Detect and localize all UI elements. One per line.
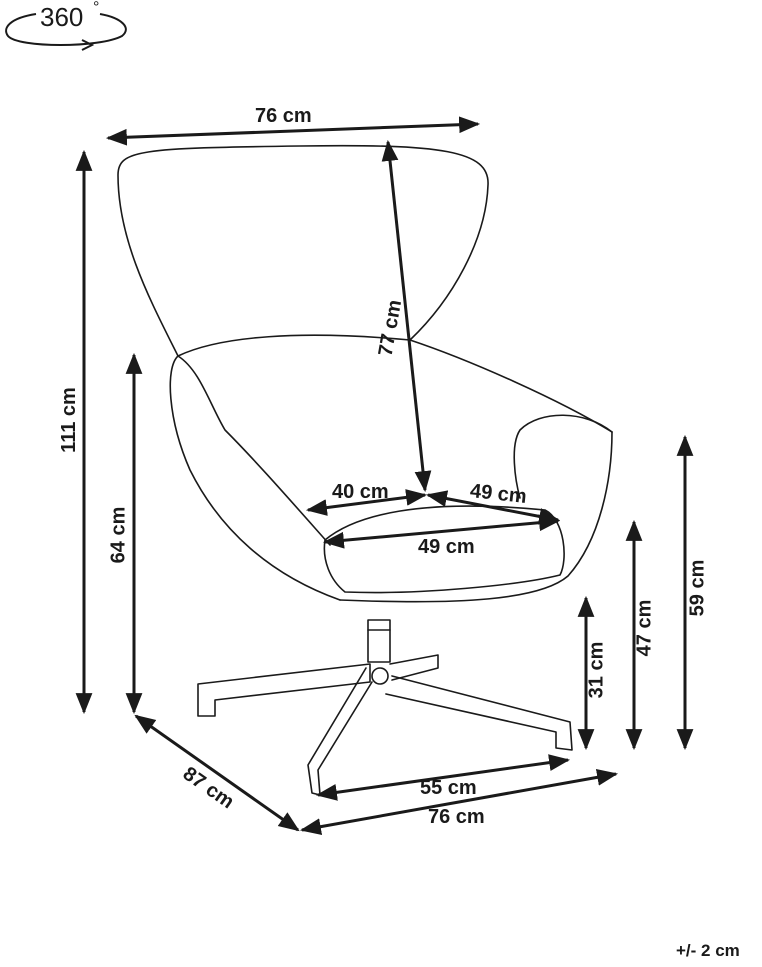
dim-backrest-height <box>381 139 432 493</box>
star-base <box>197 654 573 796</box>
label-leg-height: 31 cm <box>585 641 608 699</box>
tolerance-note: +/- 2 cm <box>676 941 740 960</box>
label-total-height: 111 cm <box>57 387 80 453</box>
label-arm-height: 64 cm <box>107 506 130 564</box>
dim-bottom-width <box>299 769 619 835</box>
label-seat-height: 47 cm <box>633 599 656 657</box>
rotation-value: 360 <box>40 2 84 32</box>
dim-top-width <box>105 116 481 146</box>
left-arm <box>169 355 341 601</box>
backrest-shape <box>117 144 489 357</box>
label-seat-depth-40: 40 cm <box>332 481 389 503</box>
label-base-width: 55 cm <box>420 777 477 799</box>
right-arm <box>339 431 613 603</box>
label-seat-width-front: 49 cm <box>418 536 475 558</box>
dim-seat-width-front <box>322 514 561 549</box>
rotation-unit: ° <box>93 0 100 16</box>
dimension-lines <box>75 116 694 835</box>
label-bottom-width: 76 cm <box>428 806 485 828</box>
chair-outline <box>117 144 613 796</box>
swivel-column <box>367 619 391 663</box>
label-armrest-height: 59 cm <box>686 559 709 617</box>
rotate-360-icon <box>5 13 127 51</box>
label-top-width: 76 cm <box>255 105 312 127</box>
dim-depth <box>134 714 300 832</box>
dim-seat-depth-40 <box>305 489 428 516</box>
